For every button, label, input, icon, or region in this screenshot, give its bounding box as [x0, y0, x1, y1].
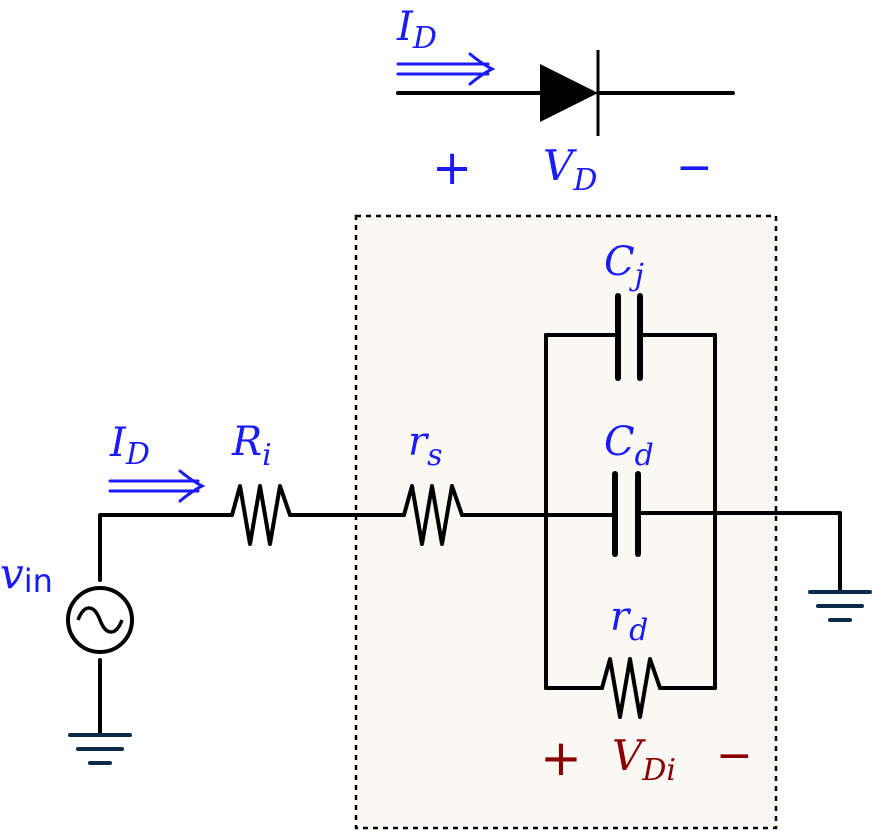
diode-plus-label: + — [432, 140, 472, 196]
capacitor-cd — [612, 471, 641, 557]
resistor-ri-label: Ri — [231, 419, 272, 473]
resistor-ri — [230, 484, 292, 546]
resistor-rs-label: rs — [408, 419, 443, 473]
diode-current-label: ID — [396, 4, 437, 56]
vdi-plus: + — [540, 729, 582, 787]
vdi-minus: − — [716, 730, 753, 781]
wires — [98, 333, 842, 735]
ground-icon-right — [808, 590, 872, 622]
resistor-rd — [600, 657, 662, 719]
vdi-voltage: VDi — [612, 731, 676, 788]
diode-minus-label: − — [676, 142, 713, 193]
diode-voltage-label: VD — [543, 141, 597, 198]
ac-source-icon — [66, 586, 134, 654]
source-label: vin — [0, 549, 53, 600]
resistor-rd-label: rd — [610, 594, 648, 648]
circuit-current-arrow — [108, 469, 206, 503]
capacitor-cj-label: Cj — [604, 239, 644, 293]
diode-current-arrow — [396, 52, 496, 86]
diode-symbol: ID + VD − — [396, 4, 735, 198]
capacitor-cj — [615, 293, 643, 381]
resistor-rs — [402, 484, 464, 546]
capacitor-cd-label: Cd — [604, 419, 654, 473]
diode-triangle — [540, 64, 598, 122]
circuit-current-label: ID — [109, 420, 150, 472]
ground-icon-left — [68, 733, 132, 765]
vdi-label: + VDi − — [540, 729, 753, 788]
